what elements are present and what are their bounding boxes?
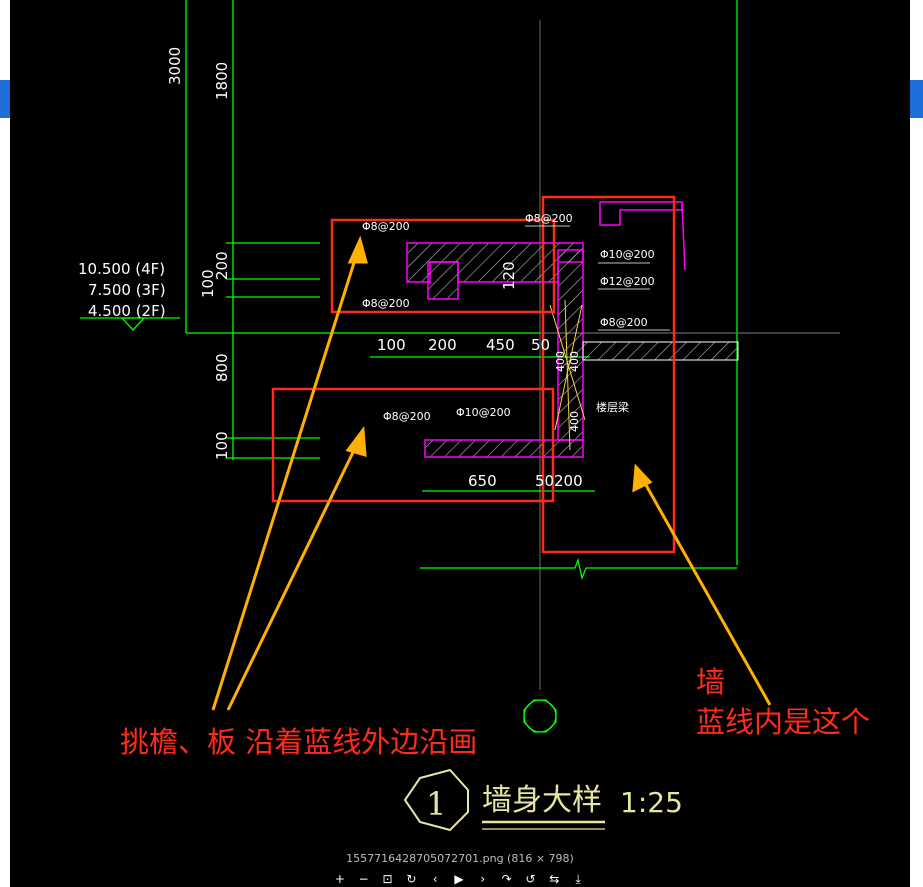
drawing-scale: 1:25 xyxy=(620,786,683,819)
level-label: 7.500 (3F) xyxy=(88,281,166,299)
rebar-label: Φ10@200 xyxy=(456,406,511,419)
rebar-label: Φ12@200 xyxy=(600,275,655,288)
rebar-label: Φ8@200 xyxy=(362,297,410,310)
zoom-out-button[interactable]: − xyxy=(358,872,371,886)
flip-button[interactable]: ⇆ xyxy=(549,872,562,886)
arrow-head xyxy=(347,235,368,264)
hdim-label: 650 xyxy=(468,472,497,490)
zoom-in-button[interactable]: + xyxy=(334,872,347,886)
grid-bubble-oct xyxy=(523,699,557,733)
reset-button[interactable]: ↻ xyxy=(406,872,419,886)
break-line xyxy=(420,557,737,581)
wall-dim: 400 xyxy=(554,351,567,372)
prev-button[interactable]: ‹ xyxy=(432,872,440,886)
annotation-right-2: 蓝线内是这个 xyxy=(696,705,870,739)
level-triangle xyxy=(120,317,146,331)
title-badge xyxy=(403,768,469,832)
title-number: 1 xyxy=(426,785,446,823)
drawing-title: 墙身大样 xyxy=(482,783,602,818)
cad-drawing: 10.500 (4F) 7.500 (3F) 4.500 (2F) 3000 1… xyxy=(78,0,870,832)
canopy-return xyxy=(427,261,459,300)
hdim-label: 200 xyxy=(428,336,457,354)
vdim-label: 3000 xyxy=(166,47,184,85)
vdim-label: 800 xyxy=(213,353,231,382)
level-label: 4.500 (2F) xyxy=(88,302,166,320)
floor-slab xyxy=(424,439,584,458)
vdim-label: 100 xyxy=(213,431,231,460)
hdim-label: 200 xyxy=(554,472,583,490)
wall-dim: 400 xyxy=(568,351,581,372)
vdim-label: 100 xyxy=(199,269,217,298)
annotation-left: 挑檐、板 沿着蓝线外边沿画 xyxy=(120,725,477,759)
level-label: 10.500 (4F) xyxy=(78,260,165,278)
image-caption: 1557716428705072701.png (816 × 798) xyxy=(346,852,574,865)
arrow-head xyxy=(345,425,367,458)
rotate-right-button[interactable]: ↷ xyxy=(501,872,514,886)
beam-slab xyxy=(582,341,739,361)
annotation-box-canopy xyxy=(330,218,556,314)
beam-label: 楼层梁 xyxy=(596,400,629,414)
arrow-line xyxy=(226,441,360,711)
vdim-label: 1800 xyxy=(213,62,231,100)
arrow-head xyxy=(632,463,653,493)
hdim-label: 100 xyxy=(377,336,406,354)
annotation-box-slab xyxy=(271,387,555,503)
rotate-left-button[interactable]: ↺ xyxy=(525,872,538,886)
rebar-label: Φ10@200 xyxy=(600,248,655,261)
annotation-right-1: 墙 xyxy=(696,665,725,699)
rebar-label: Φ8@200 xyxy=(600,316,648,329)
viewer-toolbar: + − ⊡ ↻ ‹ ▶ › ↷ ↺ ⇆ ⤓ xyxy=(10,872,910,887)
arrow-line xyxy=(640,477,772,706)
play-button[interactable]: ▶ xyxy=(454,872,466,886)
hdim-label: 50 xyxy=(531,336,550,354)
parapet xyxy=(599,201,683,226)
rebar-label: Φ8@200 xyxy=(525,212,573,225)
dim-label: 120 xyxy=(500,261,518,290)
fit-button[interactable]: ⊡ xyxy=(382,872,395,886)
hdim-label: 50 xyxy=(535,472,554,490)
next-button[interactable]: › xyxy=(480,872,488,886)
rebar-label: Φ8@200 xyxy=(362,220,410,233)
wall-dim: 400 xyxy=(568,411,581,432)
rebar-label: Φ8@200 xyxy=(383,410,431,423)
download-button[interactable]: ⤓ xyxy=(575,872,583,886)
annotation-box-wall xyxy=(541,195,676,554)
arrow-line xyxy=(211,249,360,711)
vdim-label: 200 xyxy=(213,251,231,280)
hdim-label: 450 xyxy=(486,336,515,354)
image-viewer[interactable]: 10.500 (4F) 7.500 (3F) 4.500 (2F) 3000 1… xyxy=(10,0,910,887)
